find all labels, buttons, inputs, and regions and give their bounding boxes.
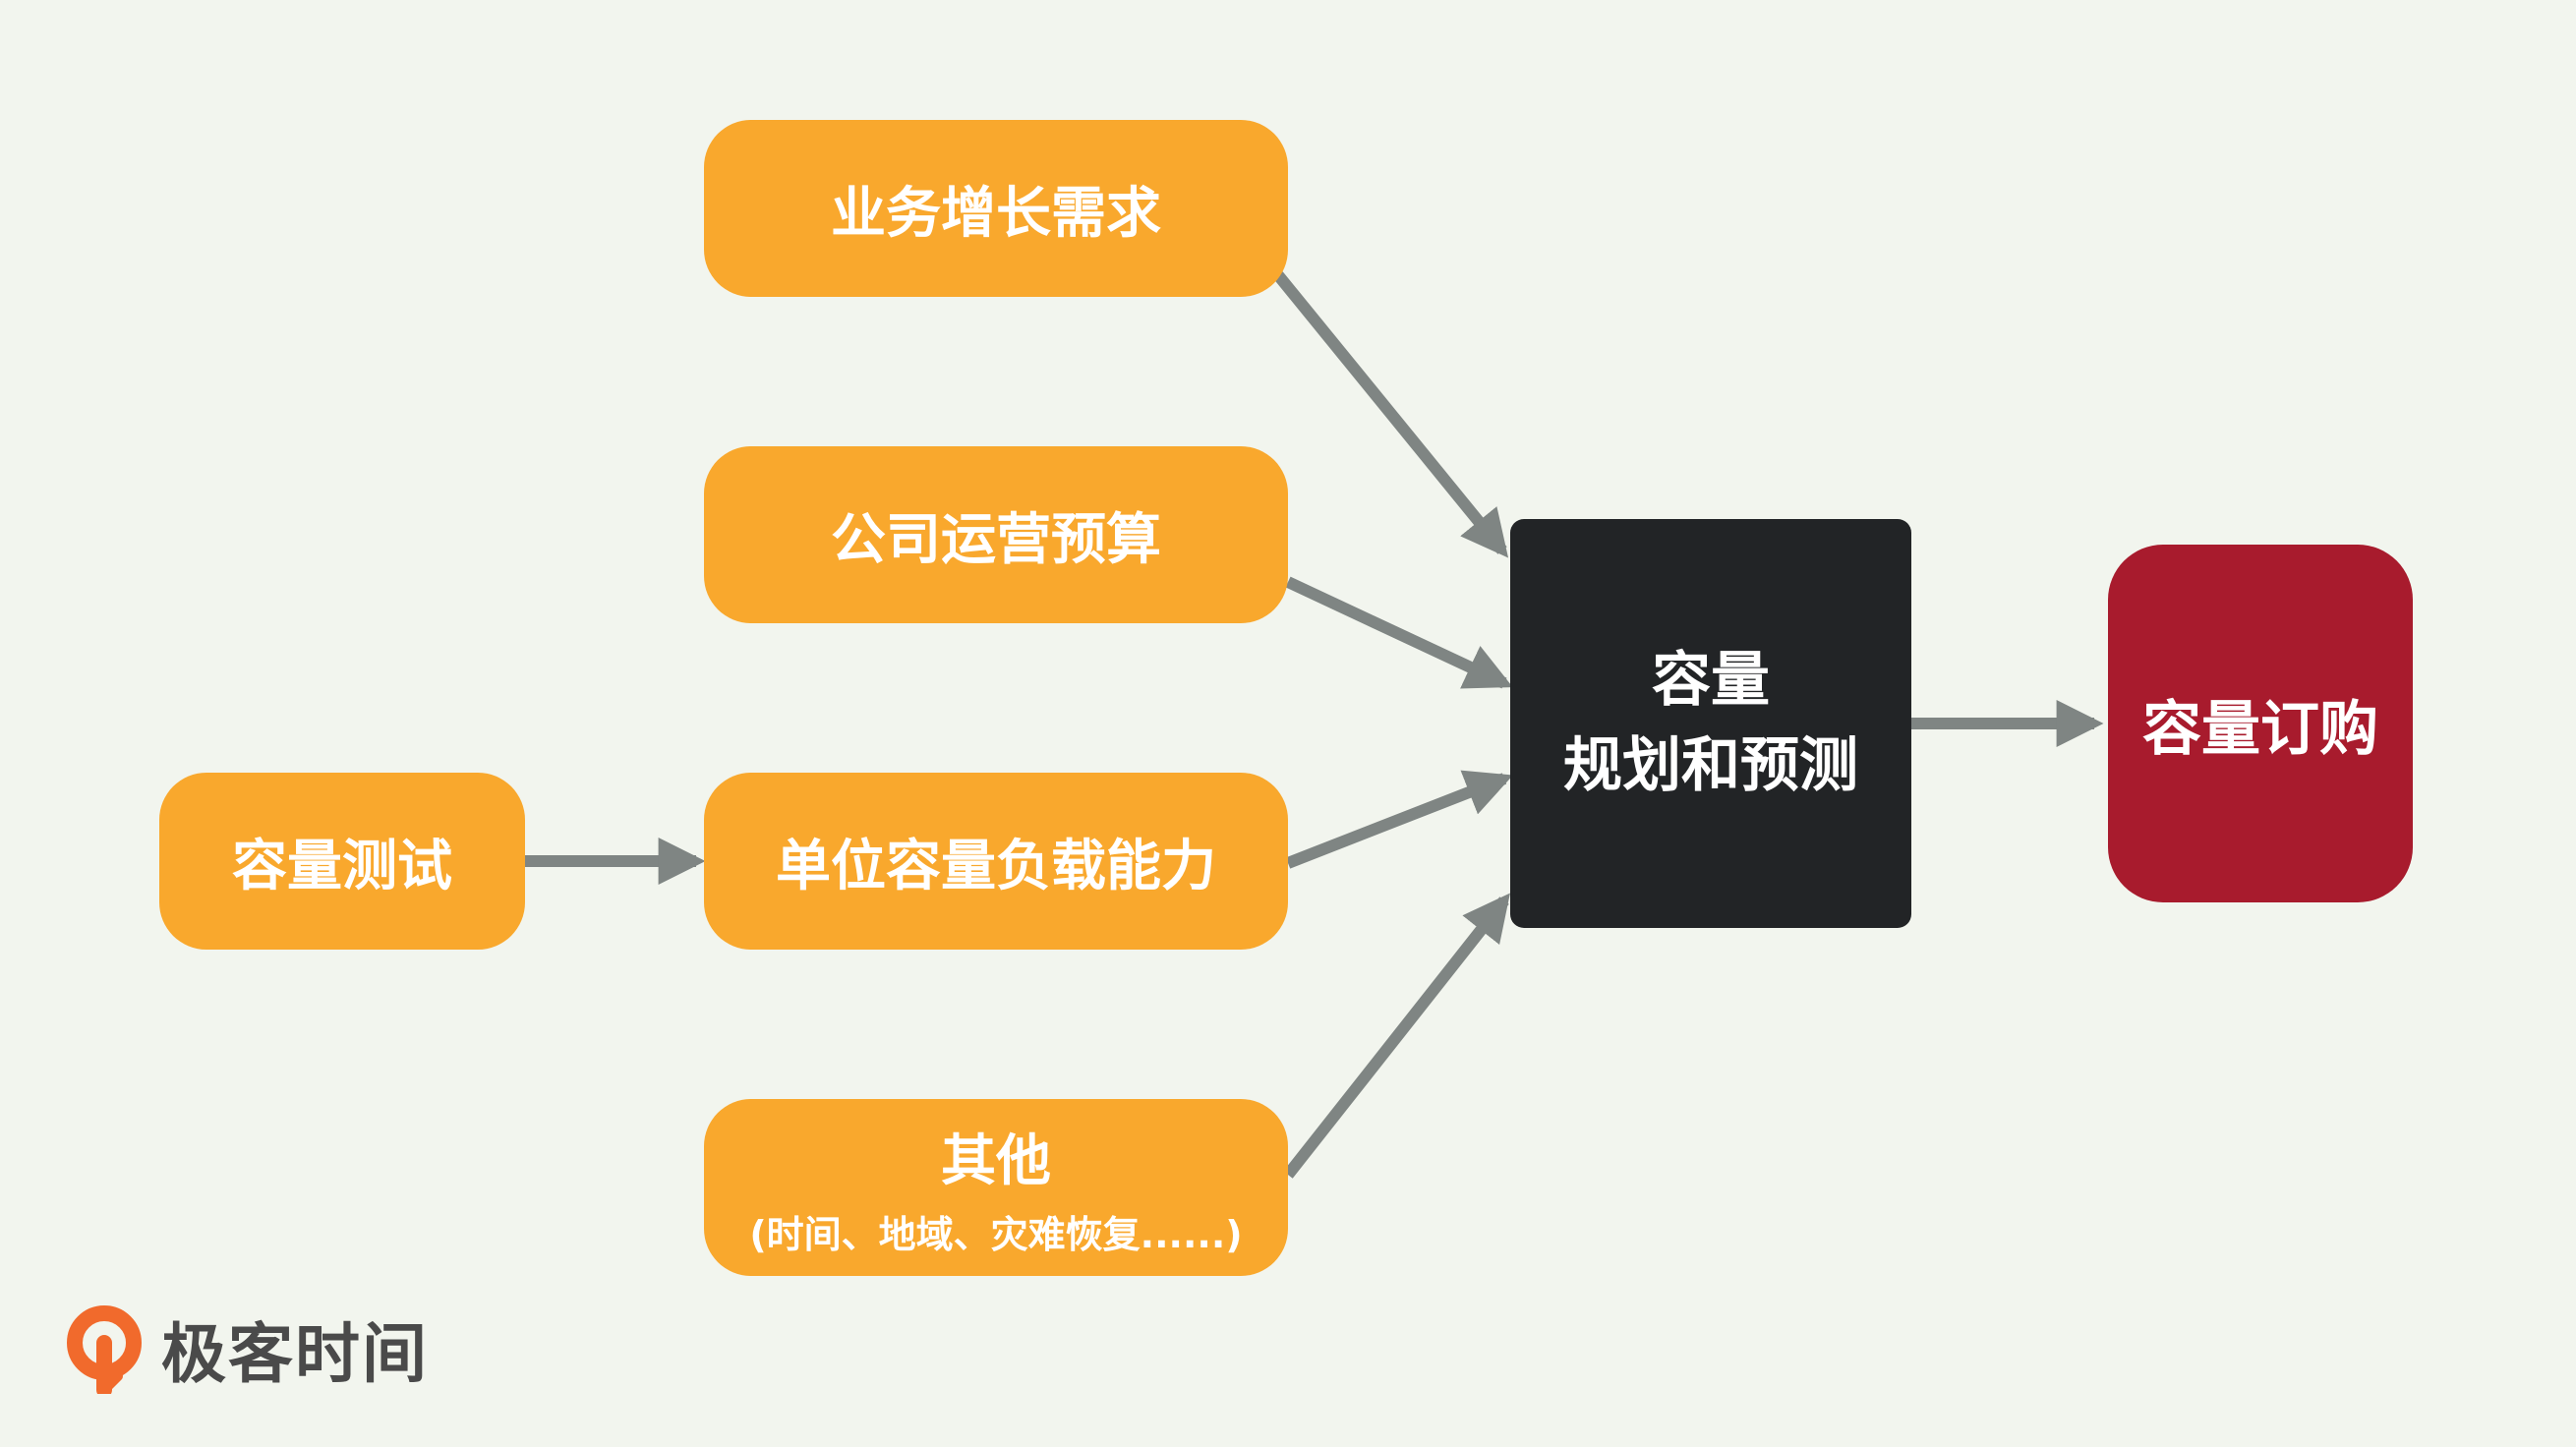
node-business-growth-label: 业务增长需求 [831,181,1161,246]
arrow-other-to-planning [1283,893,1510,1179]
node-operating-budget-label: 公司运营预算 [831,507,1161,572]
node-other-subtitle: (时间、地域、灾难恢复......) [749,1213,1243,1256]
logo-text: 极客时间 [161,1316,429,1392]
node-unit-capacity-label: 单位容量负载能力 [776,834,1216,898]
arrow-business-to-planning [1273,271,1509,558]
node-capacity-test-label: 容量测试 [232,834,452,898]
logo: 极客时间 [65,1303,429,1394]
node-capacity-test: 容量测试 [159,773,525,950]
node-capacity-planning-line2: 规划和预测 [1563,731,1858,800]
geektime-logo-icon [67,1305,142,1394]
arrow-unit-capacity-to-planning [1285,770,1513,869]
node-other-title: 其他 [941,1129,1051,1193]
node-capacity-procurement: 容量订购 [2108,545,2413,902]
node-business-growth: 业务增长需求 [704,120,1288,297]
node-capacity-planning-line1: 容量 [1652,646,1770,715]
node-capacity-planning: 容量 规划和预测 [1510,519,1911,928]
node-unit-capacity: 单位容量负载能力 [704,773,1288,950]
node-operating-budget: 公司运营预算 [704,446,1288,623]
node-other: 其他 (时间、地域、灾难恢复......) [704,1099,1288,1276]
node-capacity-procurement-label: 容量订购 [2142,694,2378,764]
arrow-budget-to-planning [1285,576,1513,689]
